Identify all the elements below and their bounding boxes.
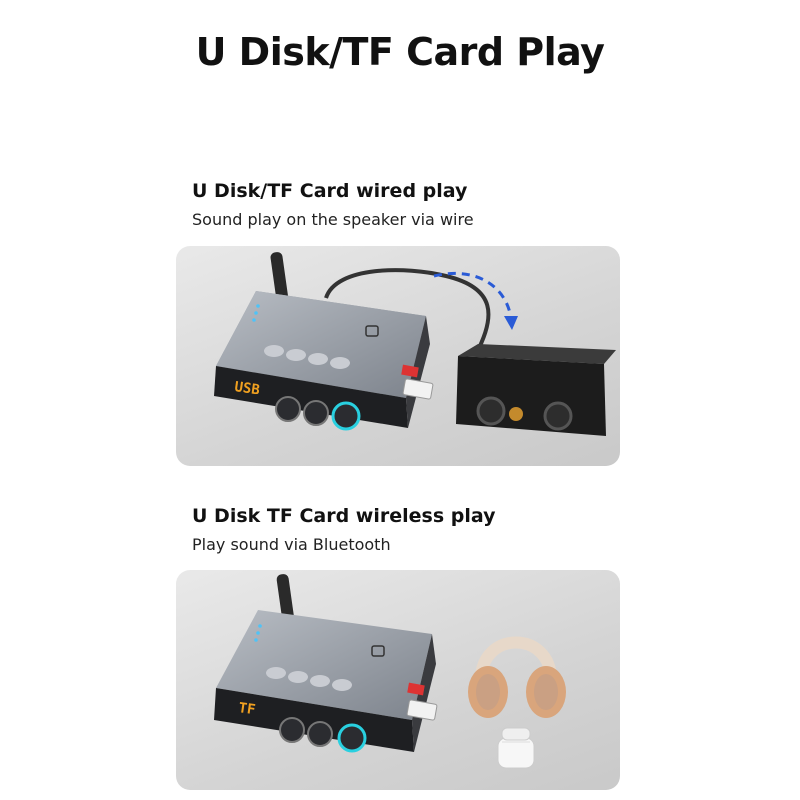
section-wired-heading: U Disk/TF Card wired play — [192, 180, 468, 202]
next-button[interactable] — [308, 353, 328, 365]
prev-button[interactable] — [288, 671, 308, 683]
nfc-icon — [371, 645, 385, 657]
tf-card — [401, 364, 419, 378]
status-led — [256, 631, 260, 635]
wired-play-panel: USB — [176, 246, 620, 466]
mode-button[interactable] — [332, 679, 352, 691]
status-led — [254, 638, 258, 642]
status-led — [252, 318, 256, 322]
wireless-play-illustration: TF — [214, 574, 566, 769]
headphones-icon — [468, 636, 566, 718]
next-button[interactable] — [310, 675, 330, 687]
prev-button[interactable] — [286, 349, 306, 361]
status-led — [258, 624, 262, 628]
audio-cable — [324, 268, 491, 355]
transfer-arrow — [433, 271, 513, 319]
tf-card — [407, 682, 425, 696]
receiver-device — [214, 291, 434, 431]
section-wireless-heading: U Disk TF Card wireless play — [192, 505, 496, 527]
arrow-head — [504, 316, 518, 330]
volume-knob[interactable] — [337, 723, 367, 753]
wired-play-illustration: USB — [214, 252, 616, 436]
knob[interactable] — [275, 396, 301, 422]
speaker-icon — [456, 344, 616, 436]
device-display: USB — [233, 379, 260, 398]
knob[interactable] — [279, 717, 305, 743]
status-led — [256, 304, 260, 308]
usb-drive — [406, 699, 438, 721]
status-led — [254, 311, 258, 315]
device-display: TF — [237, 700, 256, 718]
knob[interactable] — [303, 400, 329, 426]
page-title: U Disk/TF Card Play — [195, 30, 605, 74]
usb-drive — [402, 378, 434, 400]
play-button[interactable] — [264, 345, 284, 357]
wireless-play-panel: TF — [176, 570, 620, 790]
earbuds-case-icon — [497, 727, 535, 769]
section-wireless-subheading: Play sound via Bluetooth — [192, 535, 391, 554]
mode-button[interactable] — [330, 357, 350, 369]
nfc-icon — [365, 325, 379, 337]
play-button[interactable] — [266, 667, 286, 679]
volume-knob[interactable] — [331, 401, 361, 431]
knob[interactable] — [307, 721, 333, 747]
receiver-device — [214, 610, 438, 753]
section-wired-subheading: Sound play on the speaker via wire — [192, 210, 474, 229]
